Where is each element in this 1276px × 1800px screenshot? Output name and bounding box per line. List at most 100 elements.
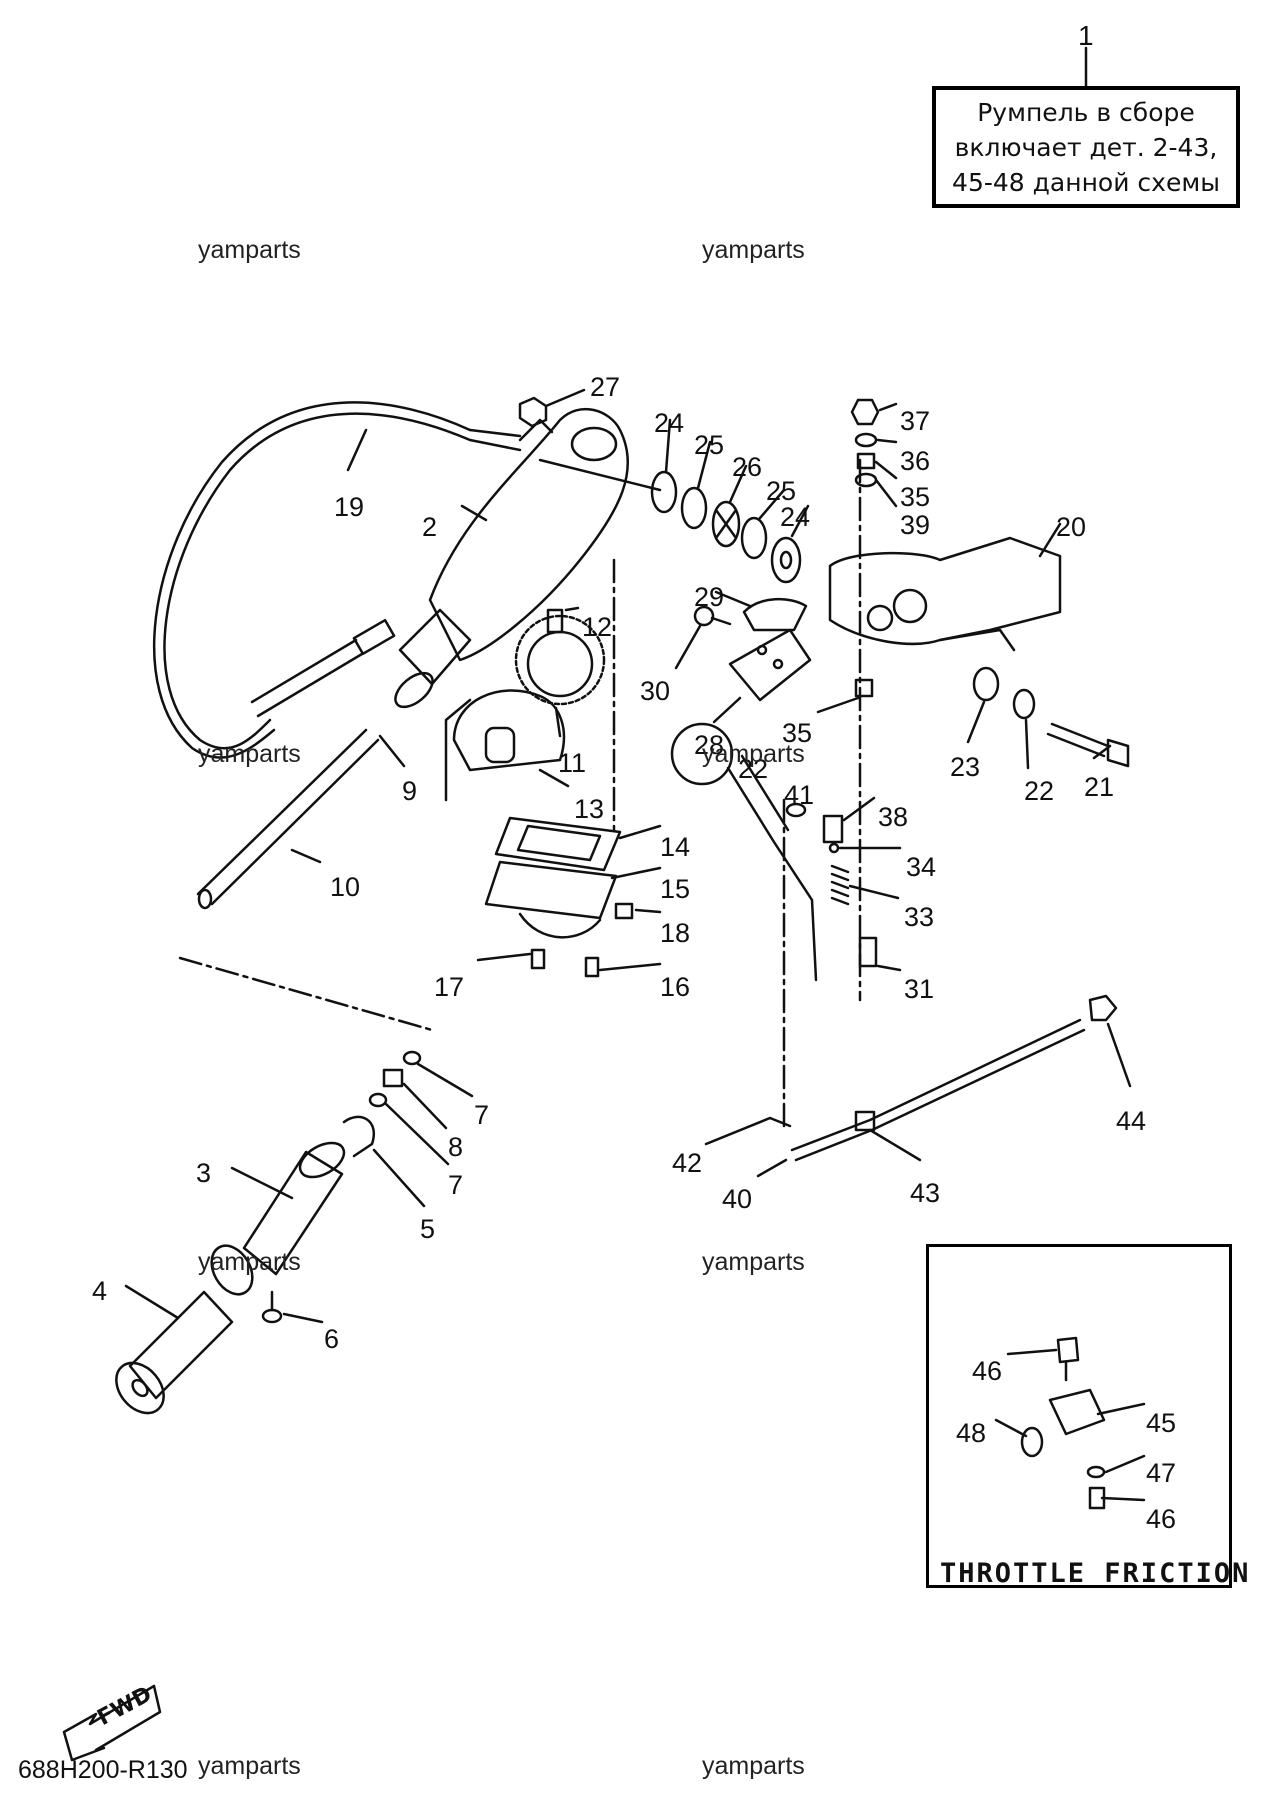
washer-41 xyxy=(785,802,807,818)
washers-7-8 xyxy=(368,1050,422,1108)
pin-42 xyxy=(768,1116,792,1128)
part-label: 38 xyxy=(878,802,908,832)
leader-line xyxy=(874,460,898,480)
leader-line xyxy=(538,768,570,788)
leader-line xyxy=(1104,1454,1146,1474)
watermark: yamparts xyxy=(702,740,805,768)
bush-38 xyxy=(822,814,844,844)
part-label: 21 xyxy=(1084,772,1114,802)
gear-11 xyxy=(514,608,606,706)
leader-line xyxy=(416,1062,474,1098)
part-label: 33 xyxy=(904,902,934,932)
watermark: yamparts xyxy=(702,1752,805,1780)
friction-parts xyxy=(1020,1336,1106,1510)
center-lines xyxy=(178,458,862,1132)
part-label: 2 xyxy=(422,512,437,542)
leader-line xyxy=(384,1102,450,1166)
part-label: 23 xyxy=(950,752,980,782)
part-label: 26 xyxy=(732,452,762,482)
part-label: 11 xyxy=(558,748,586,778)
cable-19 xyxy=(152,401,522,759)
link-28 xyxy=(728,628,812,702)
washer-22 xyxy=(1012,688,1036,720)
leader-line xyxy=(876,438,898,444)
part-label: 25 xyxy=(766,476,796,506)
assembly-note-line: Румпель в сборе xyxy=(977,97,1195,127)
leader-line xyxy=(460,504,488,522)
leader-line xyxy=(378,734,406,768)
ball-34 xyxy=(828,842,840,854)
throttle-friction-title: THROTTLE FRICTION xyxy=(940,1558,1251,1589)
part-label: 5 xyxy=(420,1214,435,1244)
part-label: 29 xyxy=(694,582,724,612)
bolt-30 xyxy=(693,605,732,627)
leader-line xyxy=(554,706,562,738)
leader-line xyxy=(290,848,322,864)
leader-line xyxy=(712,696,742,724)
part-label: 7 xyxy=(474,1100,489,1130)
cam-29 xyxy=(742,597,808,632)
leader-line xyxy=(124,1284,180,1320)
spring-33 xyxy=(830,864,850,906)
plate-13 xyxy=(444,689,566,802)
part-label: 13 xyxy=(574,794,604,824)
leader-line xyxy=(696,440,712,490)
part-label: 37 xyxy=(900,406,930,436)
nut-27 xyxy=(518,396,548,428)
leader-line xyxy=(1100,1496,1146,1502)
part-label: 44 xyxy=(1116,1106,1146,1136)
part-label: 47 xyxy=(1146,1458,1176,1488)
part-label: 20 xyxy=(1056,512,1086,542)
assembly-number: 1 xyxy=(1078,20,1094,51)
leader-line xyxy=(618,824,662,840)
part-label: 45 xyxy=(1146,1408,1176,1438)
rod-10 xyxy=(196,728,380,910)
leader-line xyxy=(876,964,902,972)
part-label: 24 xyxy=(654,408,684,438)
part-label: 36 xyxy=(900,446,930,476)
assembly-note-box: Румпель в сборе включает дет. 2-43, 45-4… xyxy=(932,86,1240,208)
cover-15 xyxy=(484,860,618,939)
grip-4 xyxy=(115,1290,234,1415)
leader-line xyxy=(564,606,580,612)
watermark: yamparts xyxy=(198,1248,301,1276)
watermark: yamparts xyxy=(702,1248,805,1276)
leader-line xyxy=(598,962,662,972)
bolt-21 xyxy=(1046,722,1130,768)
leader-line xyxy=(816,696,860,714)
leader-line xyxy=(476,952,532,962)
assembly-note-line: включает дет. 2-43, xyxy=(954,132,1218,162)
part-label: 30 xyxy=(640,676,670,706)
part-label: 19 xyxy=(334,492,364,522)
part-label: 17 xyxy=(434,972,464,1002)
part-label: 12 xyxy=(582,612,612,642)
leader-line xyxy=(664,418,672,474)
leader-line xyxy=(372,1148,426,1208)
leader-line xyxy=(728,464,748,504)
leader-line xyxy=(610,866,662,880)
leader-line xyxy=(758,488,786,520)
leader-line xyxy=(1096,1402,1146,1416)
part-label: 40 xyxy=(722,1184,752,1214)
part-label: 39 xyxy=(900,510,930,540)
leader-line xyxy=(1024,718,1030,770)
knob-32 xyxy=(670,722,818,982)
sleeve-5 xyxy=(342,1115,375,1158)
part-label: 42 xyxy=(672,1148,702,1178)
leader-line xyxy=(1006,1348,1058,1356)
part-label: 46 xyxy=(1146,1504,1176,1534)
part-label: 8 xyxy=(448,1132,463,1162)
rod-43-44 xyxy=(790,994,1118,1162)
leader-line xyxy=(704,1116,772,1146)
part-label: 18 xyxy=(660,918,690,948)
leader-line xyxy=(878,402,898,412)
watermark: yamparts xyxy=(198,740,301,768)
part-label: 46 xyxy=(972,1356,1002,1386)
leader-line xyxy=(282,1312,324,1324)
bracket-20 xyxy=(828,536,1062,652)
part-label: 9 xyxy=(402,776,417,806)
leader-line xyxy=(874,478,898,508)
tiller-arm-2 xyxy=(394,407,662,709)
